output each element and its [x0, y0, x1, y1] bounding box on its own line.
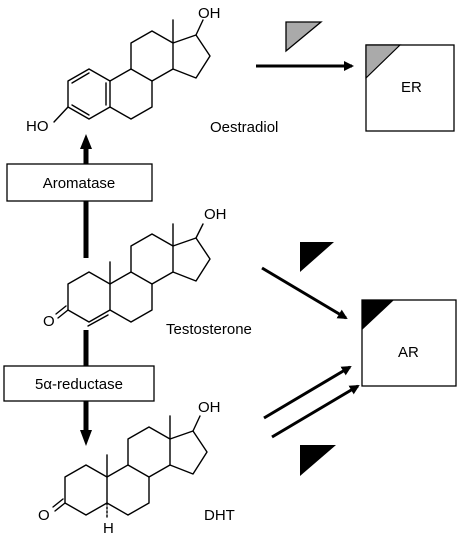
testosterone-to-ar-arrow — [261, 266, 348, 320]
dht-to-ar-arrow-1 — [263, 365, 352, 420]
reductase-label: 5α-reductase — [35, 376, 123, 393]
ar-label: AR — [398, 344, 419, 361]
testosterone-ketone-label: O — [43, 313, 55, 330]
ar-ligand-triangle-bottom — [300, 445, 336, 476]
dht-structure — [52, 415, 208, 520]
aromatase-enzyme-box — [6, 163, 153, 202]
ar-receptor-box — [361, 299, 457, 387]
oestradiol-ho-label: HO — [26, 118, 49, 135]
testosterone-structure — [55, 223, 211, 327]
oestradiol-name: Oestradiol — [210, 119, 278, 136]
er-binding-site — [365, 44, 402, 80]
dht-oh-label: OH — [198, 399, 221, 416]
dht-hydrogen-label: H — [103, 520, 114, 537]
reductase-arrowhead — [80, 430, 92, 446]
oestradiol-structure — [53, 19, 211, 123]
ar-binding-site — [362, 300, 394, 330]
dht-name: DHT — [204, 507, 235, 524]
testosterone-name: Testosterone — [166, 321, 252, 338]
testosterone-oh-label: OH — [204, 206, 227, 223]
dht-ketone-label: O — [38, 507, 50, 524]
ar-ligand-triangle-top — [300, 242, 334, 272]
reductase-enzyme-box — [3, 365, 155, 402]
oestradiol-oh-label: OH — [198, 5, 221, 22]
aromatase-arrowhead — [80, 134, 92, 149]
er-ligand-triangle — [285, 21, 323, 53]
aromatase-label: Aromatase — [43, 175, 116, 192]
er-label: ER — [401, 79, 422, 96]
dht-to-ar-arrow-2 — [271, 384, 360, 439]
